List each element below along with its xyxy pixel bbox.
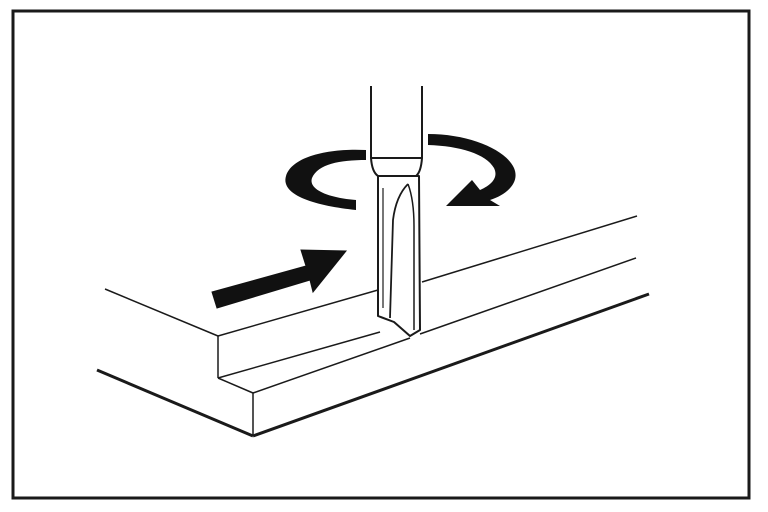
rotation-arrow-left-arc [285,149,366,210]
groove-back-top-edge [217,289,379,337]
router-bit-shank [370,86,423,159]
router-bit-flute-edge [407,183,415,330]
rotation-arrow-icon [285,134,516,210]
board-bottom-front-edge [252,292,650,438]
diagram-frame [11,9,751,500]
router-bit-collar [370,157,423,177]
feed-direction-arrow-icon [211,249,348,309]
router-bit-flute [389,183,409,319]
feed-arrow-shape [211,249,348,309]
board-top-front-edge [419,257,637,335]
board-top-left-edge [104,288,219,337]
board-front-top-step [217,377,254,394]
workpiece-board [96,215,650,438]
groove-front-floor-edge [252,337,411,394]
router-bit [370,86,423,337]
board-bottom-left-edge [96,368,254,438]
groove-bottom-edge [217,331,381,379]
rotation-arrow-right-arc [428,134,516,206]
board-top-back-edge [421,215,638,283]
router-bit-cutter [377,175,421,337]
